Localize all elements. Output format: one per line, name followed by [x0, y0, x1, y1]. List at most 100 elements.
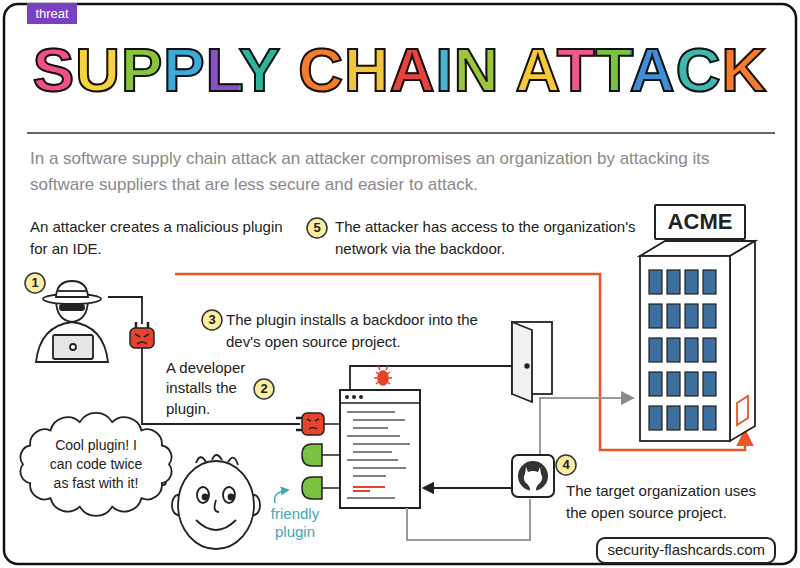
- door-knob: [525, 364, 529, 368]
- speech-bubble: Cool plugin! I can code twice as fast wi…: [20, 418, 172, 511]
- tag-box: [27, 3, 77, 24]
- wire: [108, 297, 142, 324]
- window: [667, 304, 680, 328]
- angry-face: [307, 419, 319, 429]
- code-line: [353, 427, 388, 429]
- node-text: ACME: [668, 208, 733, 236]
- hat-band: [58, 290, 86, 292]
- code-line: [353, 475, 386, 477]
- window: [703, 372, 716, 396]
- node-text: Cool plugin! I can code twice as fast wi…: [44, 436, 148, 493]
- code-line: [353, 451, 392, 453]
- callout-number: 3: [201, 309, 223, 331]
- url-box: security-flashcards.com: [596, 537, 776, 564]
- bubble-outline: [20, 413, 171, 516]
- laptop: [53, 335, 93, 359]
- smile: [196, 520, 236, 530]
- ide-plugins: [296, 413, 340, 499]
- step-text: The attacker has access to the organizat…: [335, 216, 650, 260]
- pointer-arrow: [275, 490, 288, 503]
- windows: [649, 270, 716, 430]
- window: [703, 406, 716, 430]
- code-line: [353, 467, 406, 469]
- window: [649, 270, 662, 294]
- callout-number: 1: [24, 272, 46, 294]
- flow-line: [407, 499, 530, 540]
- head: [178, 461, 254, 549]
- nose: [215, 500, 219, 512]
- callout-circle: [25, 273, 45, 293]
- tag-label: threat: [27, 5, 77, 24]
- plug-prong: [296, 429, 302, 432]
- backdoor: [512, 322, 552, 402]
- window: [703, 304, 716, 328]
- octocat-circle: [518, 461, 548, 491]
- step-text: A developer installs the plugin.: [166, 358, 252, 419]
- node-text: security-flashcards.com: [607, 541, 765, 560]
- code-line: [347, 435, 400, 437]
- hair: [196, 455, 238, 465]
- window: [667, 270, 680, 294]
- hat-crown: [56, 281, 88, 297]
- bug-legs: [374, 366, 392, 384]
- step-text: The target organization uses the open so…: [566, 480, 781, 524]
- code-line: [347, 497, 395, 499]
- door-leaf: [512, 322, 532, 402]
- callout-circle: [202, 310, 222, 330]
- rule: [27, 132, 775, 134]
- flow-arrow: [540, 398, 632, 455]
- callout-circle: [254, 379, 274, 399]
- window: [649, 406, 662, 430]
- ide-frame: [340, 390, 420, 508]
- code-line: [347, 411, 395, 413]
- callout-number: 4: [555, 454, 577, 476]
- window: [685, 304, 698, 328]
- octocat: [524, 467, 543, 491]
- plug-prong: [296, 417, 302, 420]
- title: SUPPLY CHAIN ATTACK: [33, 35, 767, 104]
- window: [667, 406, 680, 430]
- sign-box: ACME: [654, 204, 747, 240]
- window: [649, 338, 662, 362]
- malicious-code-line: [353, 490, 370, 492]
- plugin-note: friendly plugin: [256, 505, 334, 541]
- bug-icon: [374, 366, 392, 385]
- card-frame: [4, 4, 796, 564]
- step-text: The plugin installs a backdoor into the …: [226, 309, 506, 353]
- code-lines: [347, 412, 410, 498]
- malicious-plug: [130, 322, 154, 348]
- sunglasses: [60, 305, 84, 310]
- window: [667, 338, 680, 362]
- building-side: [730, 241, 755, 441]
- window: [685, 270, 698, 294]
- callout-number: 5: [306, 217, 328, 239]
- plug-cable: [322, 487, 340, 489]
- window: [703, 338, 716, 362]
- attacker-body: [36, 322, 108, 362]
- code-line: [347, 459, 398, 461]
- angry-face: [135, 334, 149, 344]
- wire: [142, 348, 300, 424]
- flow-arrow: [424, 487, 512, 489]
- icon-frame: [512, 455, 554, 497]
- github-icon: [512, 455, 554, 497]
- step-text: An attacker creates a malicious plugin f…: [30, 216, 285, 260]
- building-door: [737, 396, 748, 425]
- malicious-plugin: [302, 413, 324, 435]
- plug-cable: [322, 454, 340, 456]
- ide-window: [340, 390, 420, 508]
- friendly-plugin: [302, 477, 322, 499]
- description: In a software supply chain attack an att…: [30, 146, 775, 199]
- window: [685, 338, 698, 362]
- callout-number: 2: [253, 378, 275, 400]
- window-dot: [345, 395, 349, 399]
- window: [685, 406, 698, 430]
- window-dot: [359, 395, 363, 399]
- laptop-logo: [70, 344, 76, 350]
- wire: [350, 366, 512, 390]
- window: [685, 372, 698, 396]
- window: [703, 270, 716, 294]
- pupil: [203, 495, 208, 500]
